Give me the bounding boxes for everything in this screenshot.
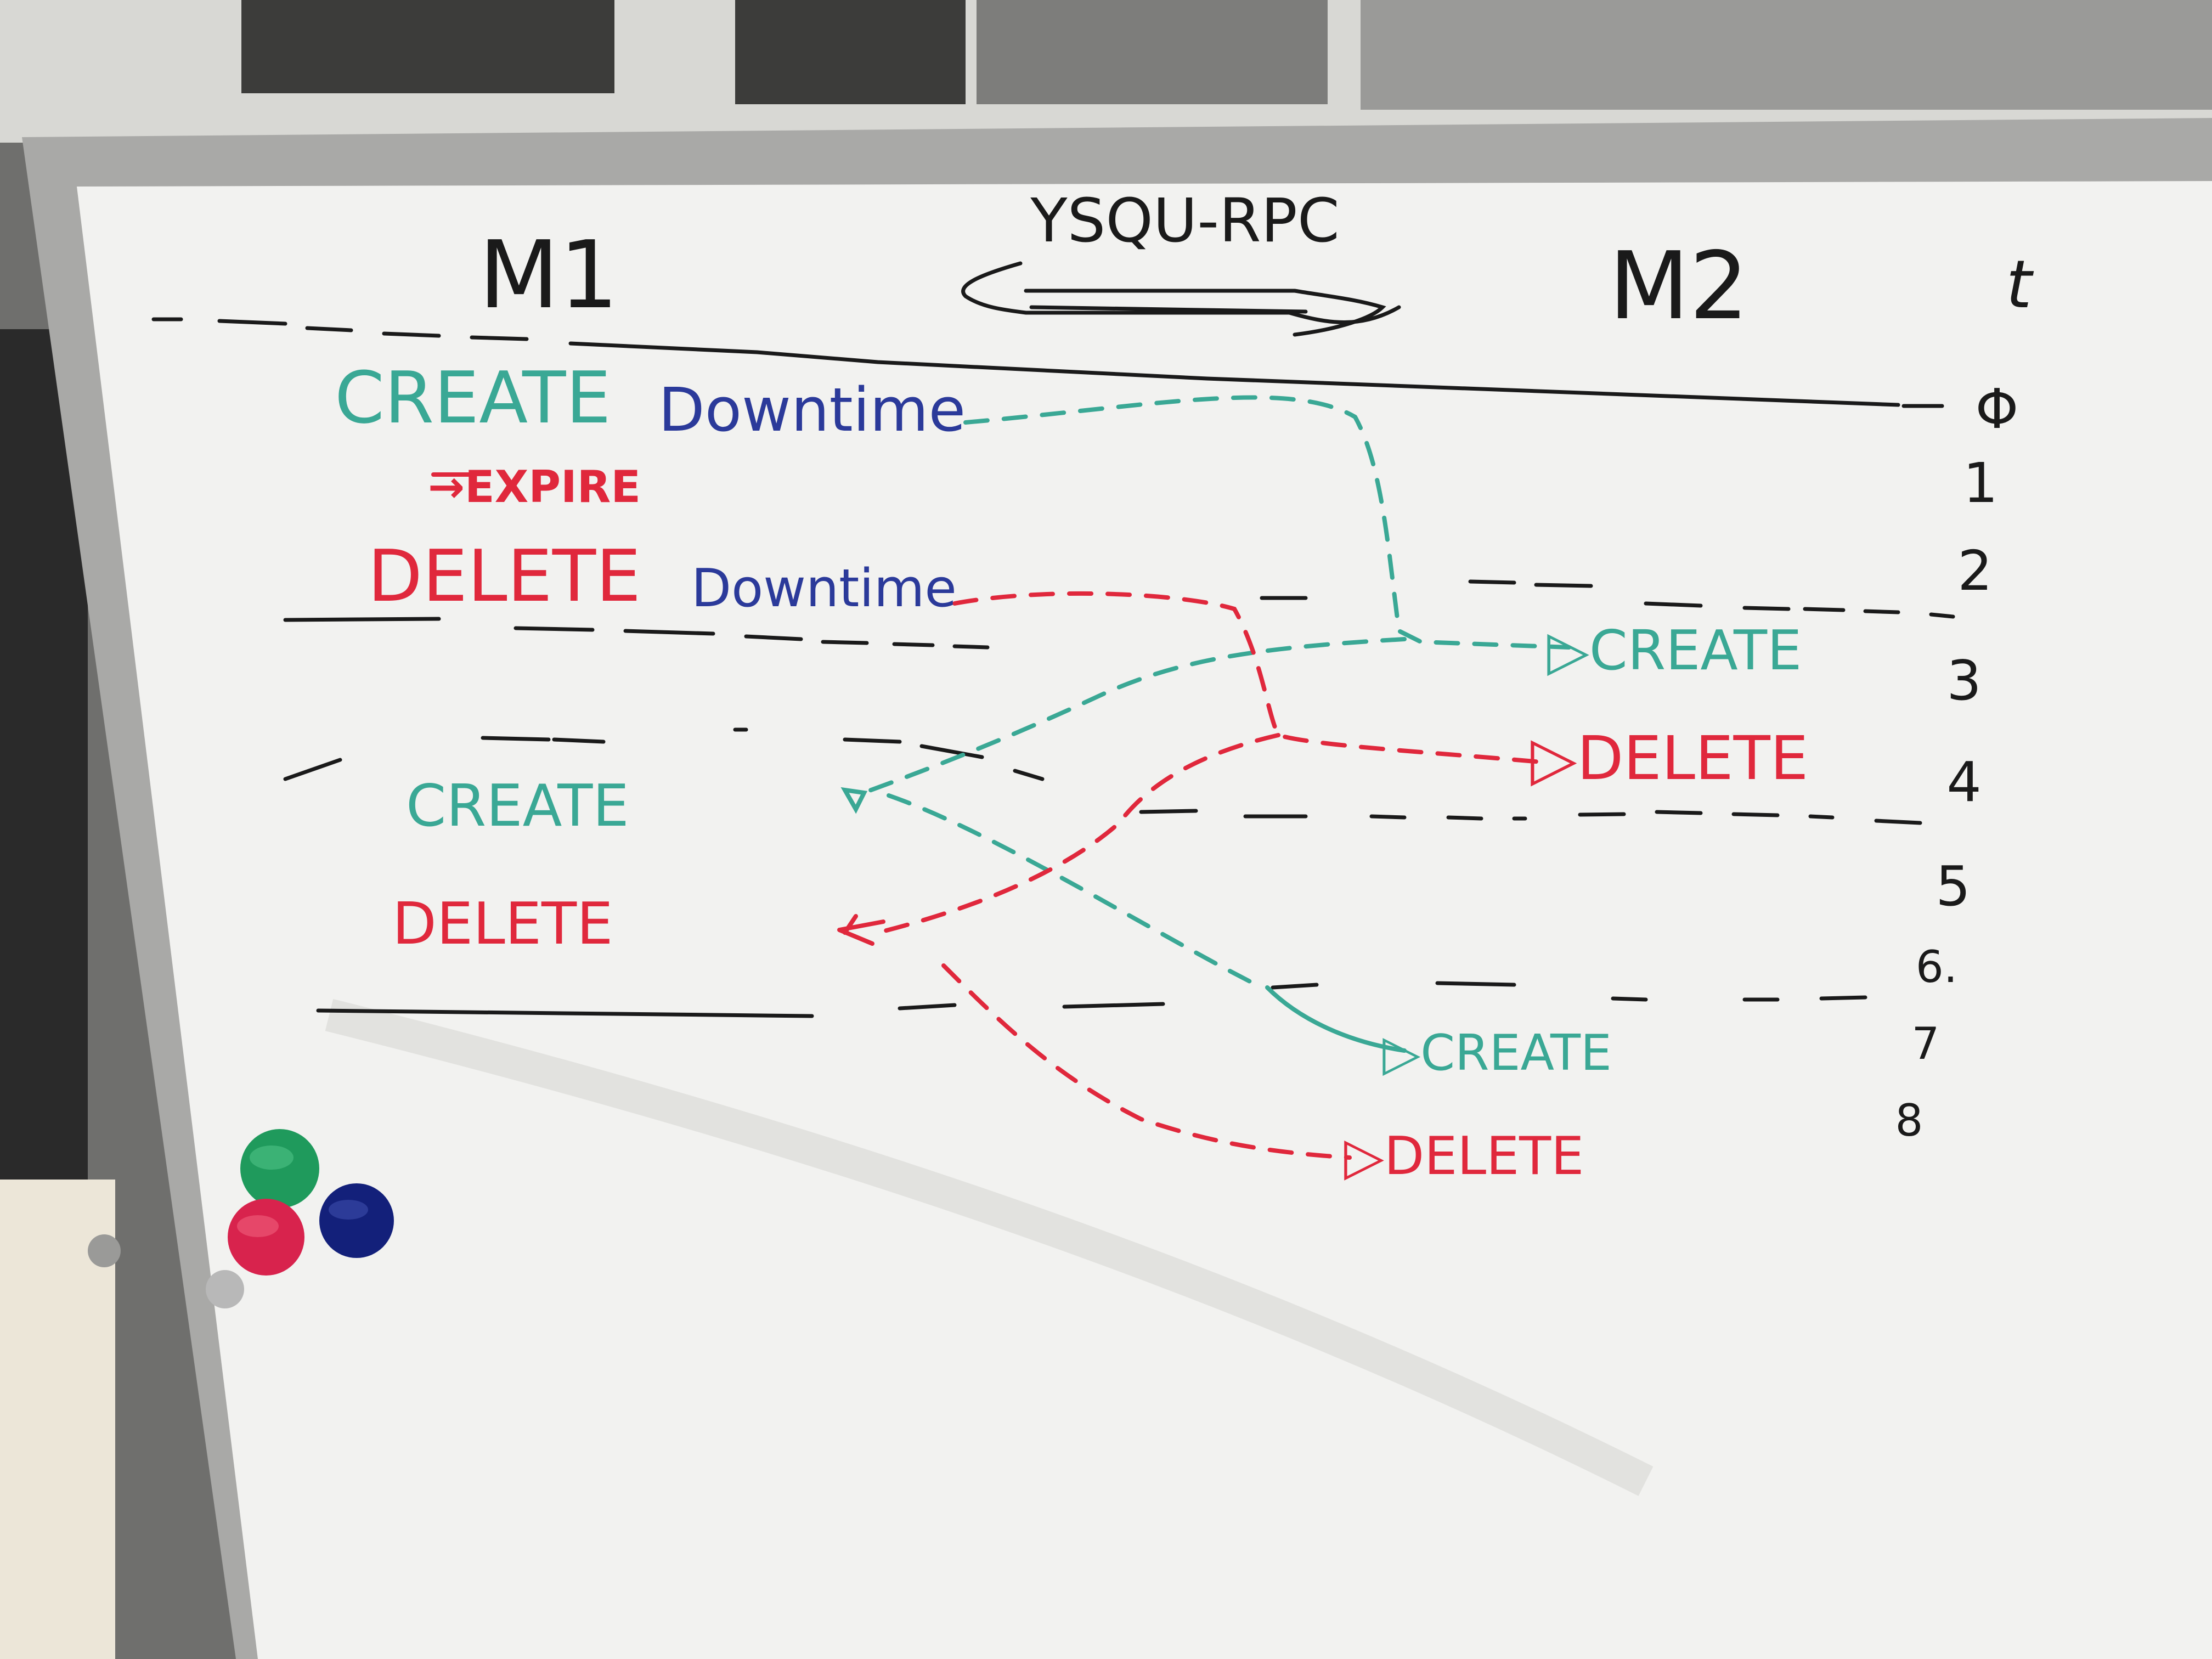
window-right	[1361, 0, 2212, 110]
m2-create-1: ▷CREATE	[1547, 618, 1802, 682]
time-tick-2: 2	[1957, 539, 1993, 603]
board-smudge	[325, 998, 1654, 1496]
time-tick-4: 4	[1946, 750, 1982, 814]
frame-bolt	[88, 1234, 121, 1267]
time-tick-0: Φ	[1976, 377, 2019, 441]
magnet-grey	[206, 1270, 244, 1308]
magnet-blue	[319, 1183, 394, 1258]
time-tick-8: 8	[1895, 1095, 1923, 1146]
protocol-label: YSQU-RPC	[1030, 185, 1339, 256]
window-frame	[977, 0, 1328, 104]
red-message-lines	[876, 591, 1549, 1160]
m1-create-downtime: Downtime	[658, 375, 966, 445]
time-axis-label: t	[2006, 247, 2034, 323]
window-blind-mid	[735, 0, 966, 104]
m1-delete-downtime: Downtime	[691, 558, 957, 619]
time-tick-6: 6.	[1916, 941, 1957, 992]
board-surface	[77, 181, 2212, 1659]
m2-delete-1: ▷DELETE	[1531, 723, 1808, 793]
black-lines	[151, 261, 1955, 1018]
teal-message-lines	[854, 395, 1571, 990]
magnet-red	[228, 1199, 304, 1276]
teal-solid-lines	[840, 787, 1407, 1053]
time-ticks: Φ 1 2 3 4 5 6. 7 8	[1895, 377, 2019, 1146]
m1-incoming-create: CREATE	[406, 772, 629, 839]
window-blind-left	[241, 0, 614, 93]
m2-delete-2: ▷DELETE	[1344, 1126, 1584, 1187]
m1-expire: →EXPIRE	[428, 461, 641, 512]
node-m2-label: M2	[1609, 232, 1749, 341]
time-tick-3: 3	[1946, 648, 1982, 713]
magnets	[206, 1129, 394, 1308]
time-tick-7: 7	[1912, 1018, 1940, 1069]
m1-incoming-delete: DELETE	[392, 890, 613, 957]
time-tick-1: 1	[1963, 451, 1998, 515]
time-tick-5: 5	[1936, 854, 1971, 918]
m1-delete-word: DELETE	[368, 534, 641, 618]
node-m1-label: M1	[479, 221, 619, 330]
m2-create-2: ▷CREATE	[1383, 1024, 1612, 1082]
m1-create-word: CREATE	[335, 356, 611, 439]
red-arrow-heads	[431, 472, 885, 946]
